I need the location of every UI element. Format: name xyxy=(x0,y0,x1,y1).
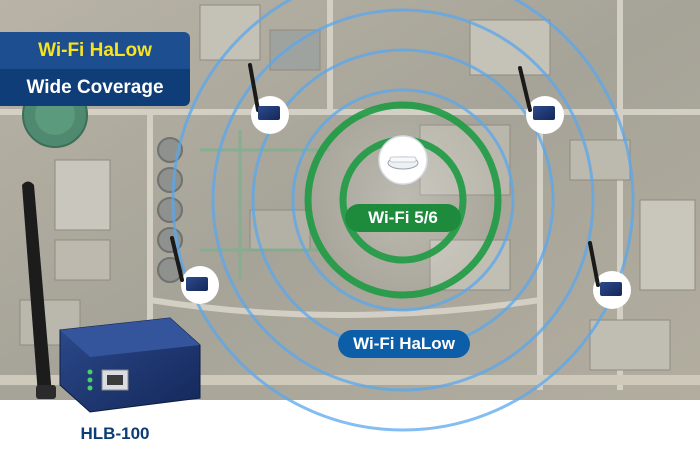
banner-subtitle-box: Wide Coverage xyxy=(0,69,190,106)
hlb-100-device xyxy=(22,181,201,413)
banner-subtitle: Wide Coverage xyxy=(26,76,164,98)
halow-bridge-icon xyxy=(518,66,564,134)
product-name: HLB-100 xyxy=(80,424,150,443)
banner-title-box: Wi-Fi HaLow xyxy=(0,32,190,69)
halow-bridge-icon xyxy=(248,63,289,134)
antenna-icon xyxy=(22,181,52,399)
halow-bridge-icon xyxy=(588,241,631,309)
banner-title: Wi-Fi HaLow xyxy=(38,39,152,61)
wifi56-label: Wi-Fi 5/6 xyxy=(345,204,461,232)
halow-label: Wi-Fi HaLow xyxy=(338,330,470,358)
halow-signal-rings xyxy=(171,0,635,432)
access-point-icon xyxy=(378,135,428,185)
coverage-banner: Wi-Fi HaLow Wide Coverage xyxy=(0,32,190,106)
halow-bridge-icon xyxy=(170,236,219,304)
